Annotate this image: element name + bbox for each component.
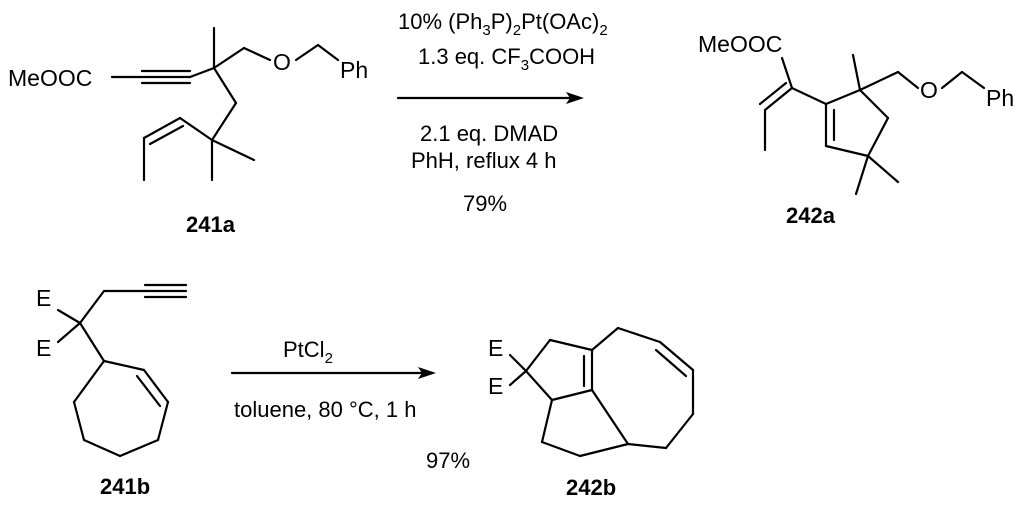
catalyst-sub2: 2 (513, 22, 521, 39)
reactant-241b-e-label-2: E (36, 335, 51, 361)
reactant-241a-oxygen-label: O (273, 49, 291, 75)
reactant-241b-e-label-1: E (36, 285, 51, 311)
scheme1-yield-text: 79% (463, 191, 507, 216)
acid-suffix: COOH (529, 44, 595, 69)
reactant-241b-structure (56, 283, 188, 458)
reactant-241a-ester-label: MeOOC (8, 65, 92, 91)
catalyst-mid2: Pt(OAc) (521, 9, 599, 34)
compound-id-241b: 241b (100, 474, 150, 499)
scheme2-yield-text: 97% (426, 448, 470, 473)
acid-prefix: 1.3 eq. CF (418, 44, 521, 69)
acid-sub: 3 (521, 57, 529, 74)
product-242a-oxygen-label: O (920, 77, 938, 103)
pt-catalyst-sub: 2 (325, 350, 333, 367)
product-242a-ester-label: MeOOC (698, 31, 782, 57)
reactant-241a-structure (110, 26, 340, 182)
product-242b-structure (508, 326, 695, 458)
scheme1-reaction-arrow (396, 92, 584, 104)
compound-id-242a: 242a (786, 203, 836, 228)
scheme2-reaction-arrow (230, 367, 436, 379)
scheme1-catalyst-text: 10% (Ph3P)2Pt(OAc)2 (398, 9, 608, 39)
pt-catalyst-prefix: PtCl (283, 337, 325, 362)
scheme1-acid-text: 1.3 eq. CF3COOH (418, 44, 595, 74)
scheme2-solvent-text: toluene, 80 °C, 1 h (234, 397, 416, 422)
scheme1-solvent-text: PhH, reflux 4 h (411, 148, 557, 173)
catalyst-prefix: 10% (Ph (398, 9, 482, 34)
product-242a-phenyl-label: Ph (986, 85, 1014, 111)
reactant-241a-phenyl-label: Ph (340, 57, 368, 83)
compound-id-242b: 242b (566, 475, 616, 500)
catalyst-mid: P) (491, 9, 513, 34)
compound-id-241a: 241a (186, 212, 236, 237)
scheme2-catalyst-text: PtCl2 (283, 337, 333, 367)
product-242b-e-label-1: E (488, 335, 503, 361)
product-242b-e-label-2: E (488, 373, 503, 399)
product-242a-structure (758, 53, 986, 196)
scheme1-additive-text: 2.1 eq. DMAD (420, 121, 558, 146)
catalyst-sub1: 3 (482, 22, 490, 39)
catalyst-sub3: 2 (599, 22, 607, 39)
